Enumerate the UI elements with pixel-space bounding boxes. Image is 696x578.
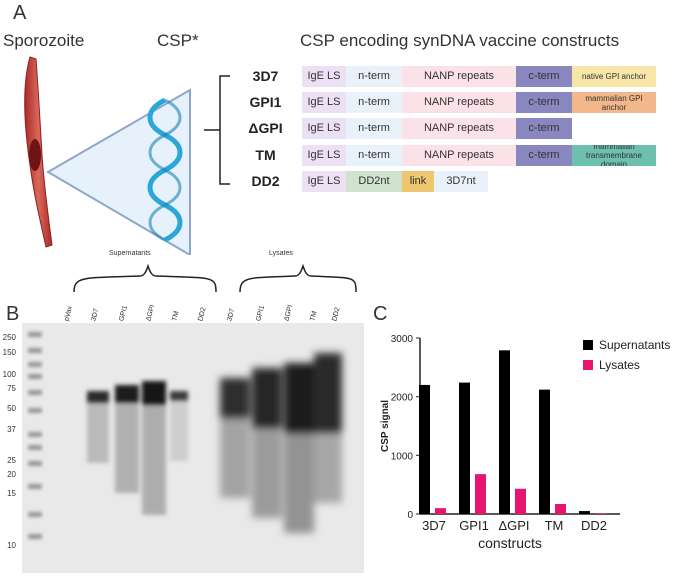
construct-segment: n-term xyxy=(346,145,402,166)
constructs-title: CSP encoding synDNA vaccine constructs xyxy=(300,31,620,50)
construct-name: DD2 xyxy=(251,173,280,189)
blot-group-brackets xyxy=(73,263,357,293)
construct-segment: IgE LS xyxy=(302,118,346,139)
western-blot-bands xyxy=(28,333,342,538)
bar-supernatants xyxy=(579,511,590,514)
mw-marker: 25 xyxy=(7,456,16,465)
x-tick-label: TM xyxy=(545,518,564,533)
blot-lane-label: GPI1 xyxy=(255,304,267,322)
blot-lane-label: TM xyxy=(309,310,319,322)
blot-lane-label: pVax xyxy=(63,305,74,322)
blot-lane-label: ΔGPI xyxy=(145,304,157,322)
y-tick-label: 2000 xyxy=(391,393,414,404)
mw-marker: 100 xyxy=(2,370,16,379)
construct-segment: mammalian GPI anchor xyxy=(572,92,656,113)
y-axis-label: CSP signal xyxy=(380,400,391,452)
blot-lane-label: DD2 xyxy=(331,306,342,322)
construct-segment: c-term xyxy=(516,118,572,139)
construct-segment: IgE LS xyxy=(302,145,346,166)
blot-lane-label: 3D7 xyxy=(90,307,101,322)
constructs-bracket xyxy=(204,75,230,185)
bar-supernatants xyxy=(459,382,470,514)
construct-segment: NANP repeats xyxy=(402,66,516,87)
bar-supernatants xyxy=(539,389,550,514)
bar-lysates xyxy=(555,504,566,514)
x-tick-label: 3D7 xyxy=(422,518,446,533)
construct-segment: DD2nt xyxy=(346,171,402,192)
csp-label: CSP* xyxy=(157,31,199,50)
sporozoite-illustration xyxy=(24,56,191,255)
construct-segment: IgE LS xyxy=(302,171,346,192)
construct-segment: mammalian transmembrane domain xyxy=(572,145,656,166)
csp-helix xyxy=(147,97,183,243)
mw-marker: 50 xyxy=(7,404,16,413)
construct-segment: 3D7nt xyxy=(434,171,488,192)
mw-marker: 37 xyxy=(7,425,16,434)
sporozoite-nucleus xyxy=(29,139,41,171)
mw-marker: 15 xyxy=(7,489,16,498)
group-label-lysates: Lysates xyxy=(269,250,293,257)
blot-lane-label: GPI1 xyxy=(118,304,130,322)
blot-lane-label: ΔGPI xyxy=(283,304,295,322)
panel-b-letter: B xyxy=(6,303,20,325)
construct-segment: IgE LS xyxy=(302,92,346,113)
bar-lysates xyxy=(475,474,486,514)
bar-lysates xyxy=(515,488,526,514)
y-tick-label: 3000 xyxy=(391,334,414,345)
legend-label: Lysates xyxy=(599,358,640,372)
legend-label: Supernatants xyxy=(599,338,670,352)
mw-marker: 20 xyxy=(7,470,16,479)
construct-segment: n-term xyxy=(346,92,402,113)
construct-segment: link xyxy=(402,171,434,192)
blot-lane-label: TM xyxy=(171,310,181,322)
legend-swatch xyxy=(583,360,593,370)
blot-lane-label: 3D7 xyxy=(226,307,237,322)
mw-marker: 10 xyxy=(7,541,16,550)
legend-swatch xyxy=(583,340,593,350)
bar-lysates xyxy=(595,513,606,514)
x-tick-label: GPI1 xyxy=(459,518,489,533)
bar-supernatants xyxy=(499,350,510,514)
construct-name: ΔGPI xyxy=(248,120,283,136)
bar-lysates xyxy=(435,508,446,514)
y-tick-label: 0 xyxy=(407,510,413,521)
blot-lane-label: DD2 xyxy=(197,306,208,322)
construct-segment: NANP repeats xyxy=(402,92,516,113)
construct-segment: n-term xyxy=(346,118,402,139)
y-tick-label: 1000 xyxy=(391,451,414,462)
panel-c-letter: C xyxy=(373,303,388,325)
mw-marker: 250 xyxy=(2,333,16,342)
construct-segment: NANP repeats xyxy=(402,145,516,166)
construct-segment: native GPI anchor xyxy=(572,66,656,87)
bar-supernatants xyxy=(419,384,430,514)
construct-segment: n-term xyxy=(346,66,402,87)
construct-segment: NANP repeats xyxy=(402,118,516,139)
panel-a-letter: A xyxy=(13,2,27,24)
mw-marker-labels: 250 150 100 75 50 37 25 20 15 10 xyxy=(0,0,20,575)
construct-name: TM xyxy=(255,147,276,163)
x-tick-label: DD2 xyxy=(581,518,607,533)
construct-segment: c-term xyxy=(516,92,572,113)
sporozoite-label: Sporozoite xyxy=(3,31,85,50)
group-label-supernatants: Supernatants xyxy=(109,250,151,257)
mw-marker: 75 xyxy=(7,384,16,393)
construct-segment: IgE LS xyxy=(302,66,346,87)
mw-marker: 150 xyxy=(2,348,16,357)
construct-name: GPI1 xyxy=(249,94,282,110)
western-blot-image xyxy=(22,323,364,573)
construct-segment: c-term xyxy=(516,145,572,166)
construct-segment: c-term xyxy=(516,66,572,87)
construct-name: 3D7 xyxy=(252,68,279,84)
x-axis-label: constructs xyxy=(478,535,542,551)
x-tick-label: ΔGPI xyxy=(498,518,529,533)
